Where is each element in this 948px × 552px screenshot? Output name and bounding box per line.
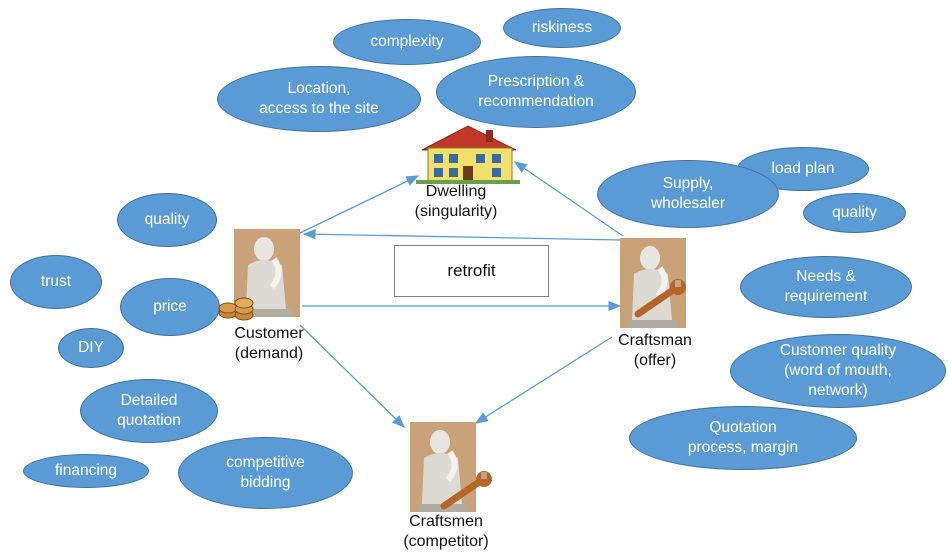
bubble-detailed-quotation: Detailed quotation <box>80 379 218 443</box>
bubble-quality-right: quality <box>803 193 906 233</box>
bubble-diy: DIY <box>58 328 124 368</box>
craftsman-label: Craftsman (offer) <box>618 332 692 369</box>
customer-label: Customer (demand) <box>234 325 304 362</box>
bubble-quotation-process: Quotation process, margin <box>629 406 857 470</box>
bubble-complexity: complexity <box>333 19 481 65</box>
arrow-customer-competitor <box>299 324 405 428</box>
bubble-quality-left: quality <box>117 193 217 247</box>
bubble-riskiness: riskiness <box>503 8 621 48</box>
bubble-location: Location, access to the site <box>217 66 421 132</box>
bubble-trust: trust <box>10 255 102 309</box>
statue-wrench-icon <box>410 422 476 512</box>
statue-thinker-icon <box>234 229 300 317</box>
arrow-craftsman-dwelling <box>513 161 624 237</box>
bubble-competitive-bidding: competitive bidding <box>178 437 353 509</box>
coins-icon <box>218 297 254 321</box>
house-icon <box>416 125 520 184</box>
bubble-price: price <box>120 278 220 336</box>
bubble-customer-quality: Customer quality (word of mouth, network… <box>730 334 946 408</box>
wrench-icon <box>440 471 492 510</box>
bubble-prescription: Prescription & recommendation <box>436 56 636 128</box>
bubble-supply: Supply, wholesaler <box>597 160 779 228</box>
retrofit-box: retrofit <box>394 245 549 297</box>
wrench-icon <box>634 279 686 318</box>
arrow-craftsman-customer <box>302 229 623 241</box>
dwelling-label: Dwelling (singularity) <box>414 183 498 220</box>
bubble-financing: financing <box>23 454 149 488</box>
arrow-craftsman-competitor <box>474 336 613 424</box>
competitor-label: Craftsmen (competitor) <box>403 513 489 550</box>
arrow-customer-dwelling <box>299 175 420 234</box>
bubble-needs: Needs & requirement <box>740 256 912 318</box>
